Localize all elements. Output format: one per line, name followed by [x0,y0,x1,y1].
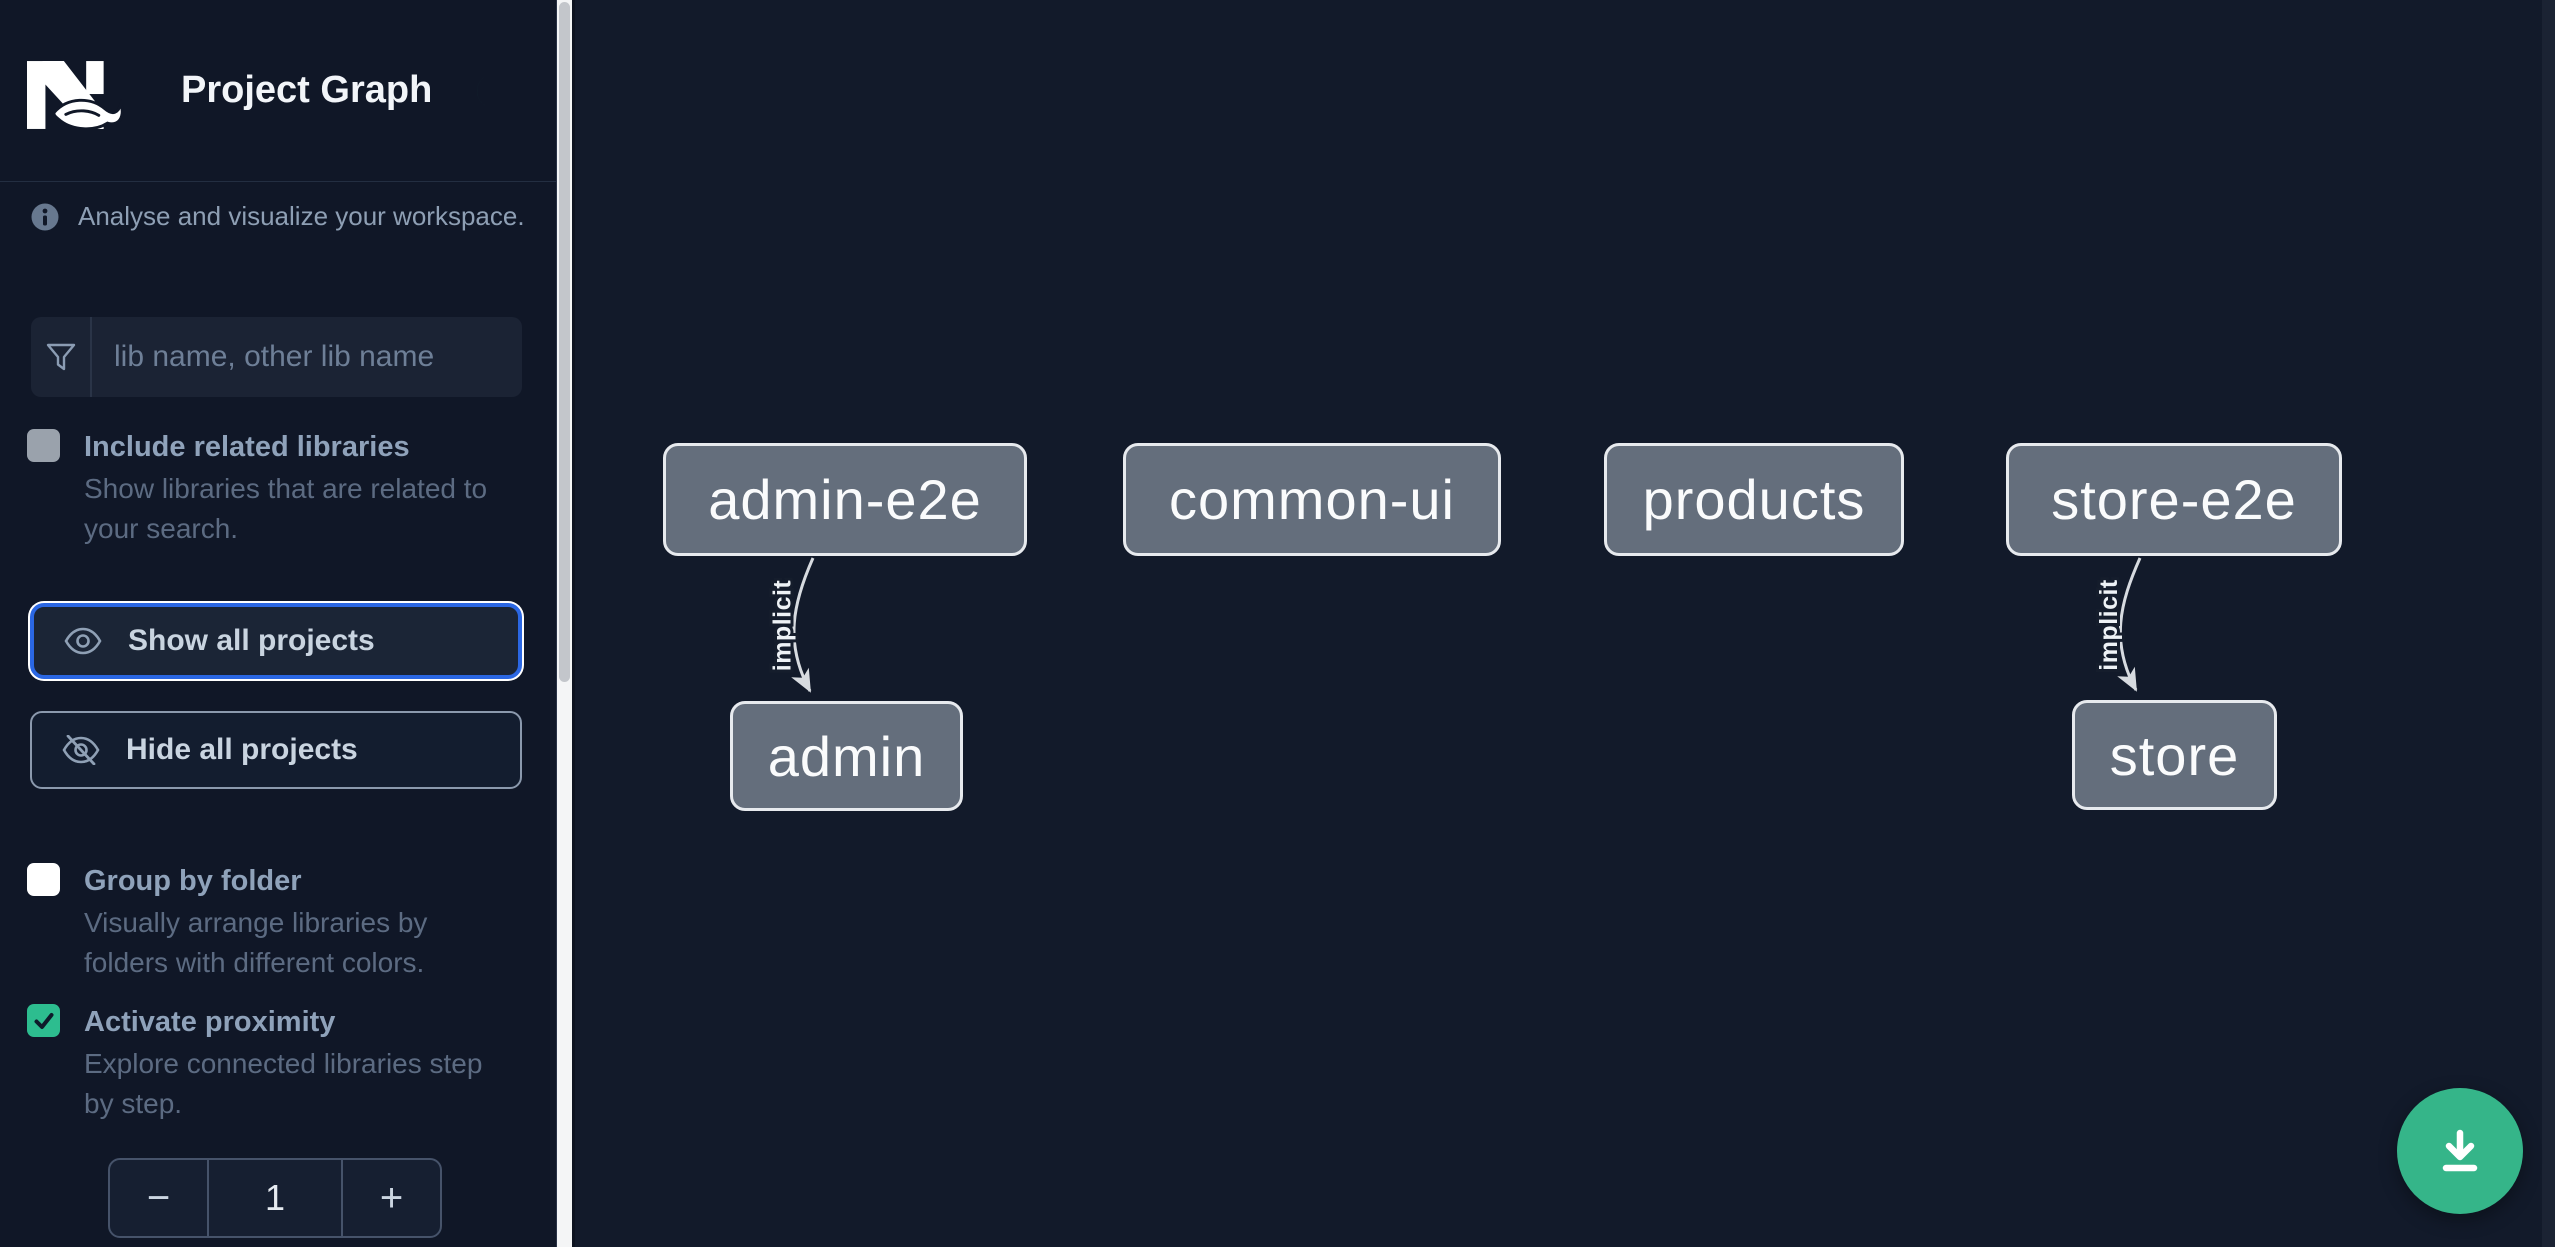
graph-edge-admin-e2e-admin[interactable]: implicit [766,557,815,693]
group-by-folder-description: Visually arrange libraries by folders wi… [84,907,428,978]
eye-icon [64,627,102,655]
filter-input[interactable] [92,317,522,397]
hide-all-projects-label: Hide all projects [126,733,358,766]
include-related-checkbox[interactable] [27,429,60,462]
app-title: Project Graph [181,69,433,111]
toggle-include-related: Include related libraries Show libraries… [27,429,527,549]
checkmark-icon [34,1012,53,1029]
graph-node-store-e2e[interactable]: store-e2e [2006,443,2342,556]
graph-node-admin-e2e[interactable]: admin-e2e [663,443,1027,556]
download-icon [2442,1129,2478,1172]
info-icon [31,203,59,230]
sidebar-divider [572,0,575,1247]
activate-proximity-label: Activate proximity [84,1006,336,1038]
graph-node-products[interactable]: products [1604,443,1904,556]
edge-label-store-e2e: implicit [2095,579,2123,671]
activate-proximity-checkbox[interactable] [27,1004,60,1037]
decrement-button[interactable]: − [110,1160,207,1236]
graph-edge-store-e2e-store[interactable]: implicit [2092,557,2142,692]
proximity-depth-stepper: − 1 + [108,1158,442,1238]
include-related-label: Include related libraries [84,431,410,463]
theme-toggle-button[interactable] [466,70,510,114]
proximity-depth-value: 1 [207,1160,343,1236]
show-all-projects-button[interactable]: Show all projects [30,603,522,679]
sidebar: Project Graph Analyse and visualize your… [0,0,557,1247]
filter-icon [31,317,92,397]
edge-label-admin-e2e: implicit [769,580,797,672]
nx-logo [27,61,124,130]
increment-button[interactable]: + [343,1160,440,1236]
workspace-info-row: Analyse and visualize your workspace. [30,201,525,232]
hide-all-projects-button[interactable]: Hide all projects [30,711,522,789]
toggle-activate-proximity: Activate proximity Explore connected lib… [27,1004,527,1124]
show-all-projects-label: Show all projects [128,624,375,657]
include-related-description: Show libraries that are related to your … [84,473,488,544]
graph-node-admin[interactable]: admin [730,701,963,811]
canvas-scrollbar[interactable] [2542,0,2555,1247]
graph-node-store[interactable]: store [2072,700,2277,810]
eye-off-icon [62,735,100,765]
download-button[interactable] [2397,1088,2523,1214]
group-by-folder-checkbox[interactable] [27,863,60,896]
toggle-group-by-folder: Group by folder Visually arrange librari… [27,863,527,983]
activate-proximity-description: Explore connected libraries step by step… [84,1048,483,1119]
workspace-info-text: Analyse and visualize your workspace. [78,201,525,231]
moon-icon [476,73,494,108]
sidebar-scrollbar-thumb[interactable] [559,2,570,682]
sidebar-scrollbar[interactable] [557,0,572,1247]
group-by-folder-label: Group by folder [84,865,302,897]
sidebar-header: Project Graph [0,0,556,182]
graph-node-common-ui[interactable]: common-ui [1123,443,1501,556]
filter-input-group [31,317,522,397]
